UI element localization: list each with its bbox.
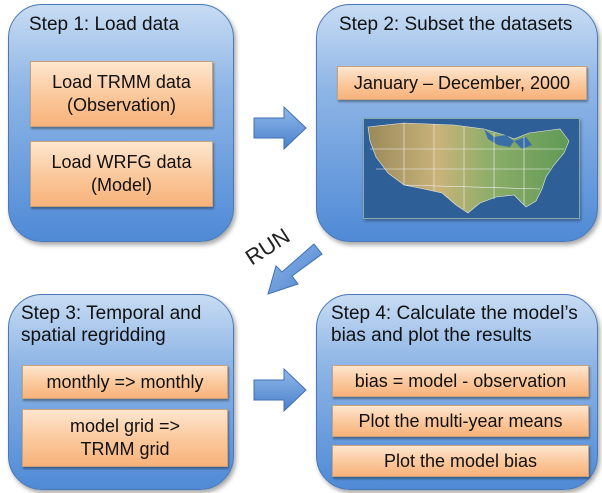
monthly-box: monthly => monthly bbox=[22, 365, 228, 399]
arrow-right-icon-top bbox=[253, 105, 307, 151]
step3-title: Step 3: Temporal and spatial regridding bbox=[21, 303, 202, 346]
step4-title: Step 4: Calculate the model’s bias and p… bbox=[331, 303, 578, 346]
us-map-image bbox=[363, 118, 580, 219]
bias-formula-label: bias = model - observation bbox=[354, 370, 567, 391]
plot-means-label: Plot the multi-year means bbox=[358, 410, 563, 431]
plot-bias-label: Plot the model bias bbox=[383, 450, 538, 471]
load-trmm-label: Load TRMM data (Observation) bbox=[52, 72, 191, 115]
model-grid-box: model grid => TRMM grid bbox=[22, 409, 228, 467]
step1-panel: Step 1: Load data Load TRMM data (Observ… bbox=[8, 4, 234, 242]
step4-panel: Step 4: Calculate the model’s bias and p… bbox=[316, 294, 598, 490]
load-trmm-box: Load TRMM data (Observation) bbox=[30, 61, 213, 127]
us-map-icon bbox=[364, 119, 579, 218]
plot-bias-box: Plot the model bias bbox=[332, 445, 589, 477]
arrow-diagonal-icon bbox=[267, 243, 323, 295]
load-wrfg-box: Load WRFG data (Model) bbox=[30, 141, 213, 207]
step2-title: Step 2: Subset the datasets bbox=[339, 14, 573, 35]
step2-panel: Step 2: Subset the datasets January – De… bbox=[316, 4, 598, 242]
monthly-label: monthly => monthly bbox=[46, 371, 204, 392]
arrow-right-icon-bottom bbox=[253, 367, 307, 413]
step1-title: Step 1: Load data bbox=[29, 14, 180, 35]
bias-formula-box: bias = model - observation bbox=[332, 365, 589, 397]
step3-panel: Step 3: Temporal and spatial regridding … bbox=[8, 294, 234, 490]
plot-means-box: Plot the multi-year means bbox=[332, 405, 589, 437]
model-grid-label: model grid => TRMM grid bbox=[69, 416, 181, 459]
date-range-label: January – December, 2000 bbox=[353, 72, 571, 93]
load-wrfg-label: Load WRFG data (Model) bbox=[51, 152, 192, 195]
date-range-box: January – December, 2000 bbox=[337, 66, 587, 100]
